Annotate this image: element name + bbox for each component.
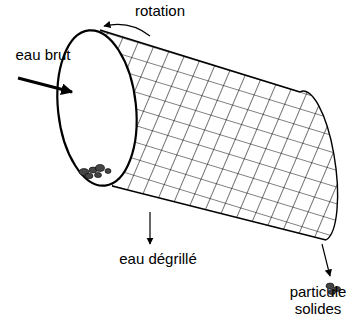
solids-label: particule solides: [278, 283, 358, 317]
rotation-label: rotation: [115, 2, 205, 19]
inflow-label: eau brut: [3, 46, 83, 63]
solids-arrow: [322, 244, 330, 276]
inflow-arrow: [18, 78, 72, 92]
drum-end: [300, 91, 338, 240]
outflow-arrow: [149, 212, 150, 244]
drum-edge: [112, 186, 326, 240]
particles: [79, 165, 111, 179]
outflow-label: eau dégrillé: [118, 250, 198, 267]
rotation-arrow: [104, 24, 150, 36]
